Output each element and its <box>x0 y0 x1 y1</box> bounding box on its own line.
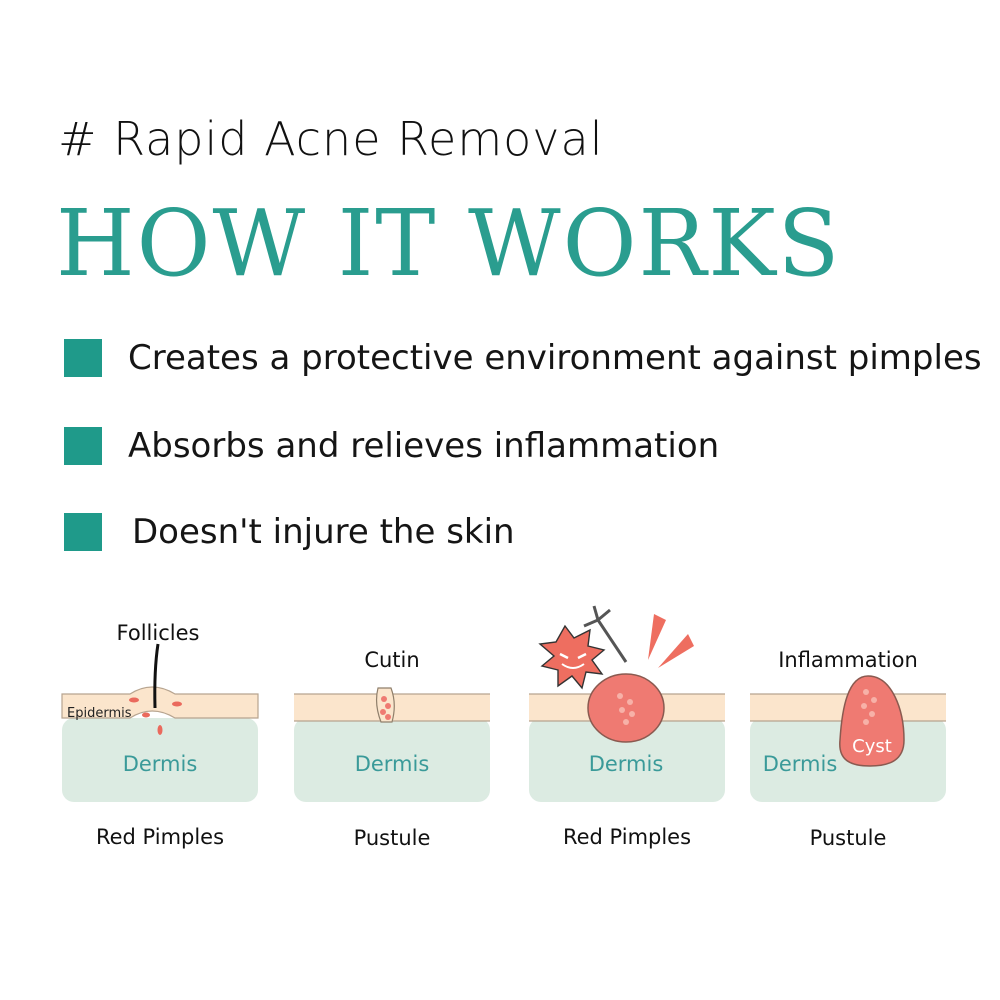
subtitle: # Rapid Acne Removal <box>58 112 604 166</box>
dermis-label: Dermis <box>589 752 664 776</box>
epidermis-label: Epidermis <box>67 706 132 721</box>
panel-red-pimple: Dermis <box>529 605 725 802</box>
cutin-label: Cutin <box>364 648 419 672</box>
square-bullet-icon <box>64 427 102 465</box>
alert-mark-icon <box>658 634 694 668</box>
follicles-label: Follicles <box>117 621 200 645</box>
cyst-label: Cyst <box>852 736 892 757</box>
epidermis-layer <box>61 686 259 719</box>
bacteria-icon <box>538 624 606 690</box>
bullet-text: Absorbs and relieves inflammation <box>128 426 720 466</box>
irritation-mark <box>172 701 182 707</box>
panel-caption: Pustule <box>353 826 431 850</box>
bullet-text: Doesn't injure the skin <box>132 512 515 552</box>
panel-caption: Pustule <box>809 826 887 850</box>
alert-mark-icon <box>648 614 666 660</box>
headline: HOW IT WORKS <box>56 190 842 297</box>
panel-caption: Red Pimples <box>95 825 225 849</box>
irritation-mark <box>142 712 150 718</box>
panel-caption: Red Pimples <box>562 825 692 849</box>
dermis-label: Dermis <box>123 752 198 776</box>
dermis-layer <box>529 718 725 802</box>
panel-cutin: Cutin Dermis <box>294 648 490 802</box>
bullet-item: Doesn't injure the skin <box>64 512 515 552</box>
trident-icon <box>596 619 628 663</box>
dermis-label: Dermis <box>355 752 430 776</box>
pimple-icon <box>587 673 665 743</box>
irritation-mark <box>157 725 163 735</box>
square-bullet-icon <box>64 339 102 377</box>
skin-diagrams: Follicles Epidermis Dermis Cutin Dermis <box>61 605 946 802</box>
square-bullet-icon <box>64 513 102 551</box>
panel-follicles: Follicles Epidermis Dermis <box>61 621 259 802</box>
hair-icon <box>153 643 160 709</box>
panel-inflammation: Inflammation Cyst Dermis <box>750 648 946 802</box>
bullet-item: Absorbs and relieves inflammation <box>64 426 719 466</box>
cyst-icon <box>839 675 905 767</box>
dermis-label: Dermis <box>763 752 838 776</box>
bullet-item: Creates a protective environment against… <box>64 338 982 378</box>
inflammation-label: Inflammation <box>778 648 918 672</box>
bullet-text: Creates a protective environment against… <box>128 338 982 378</box>
irritation-mark <box>129 697 139 703</box>
dermis-layer <box>294 718 490 802</box>
dermis-layer <box>62 718 258 802</box>
